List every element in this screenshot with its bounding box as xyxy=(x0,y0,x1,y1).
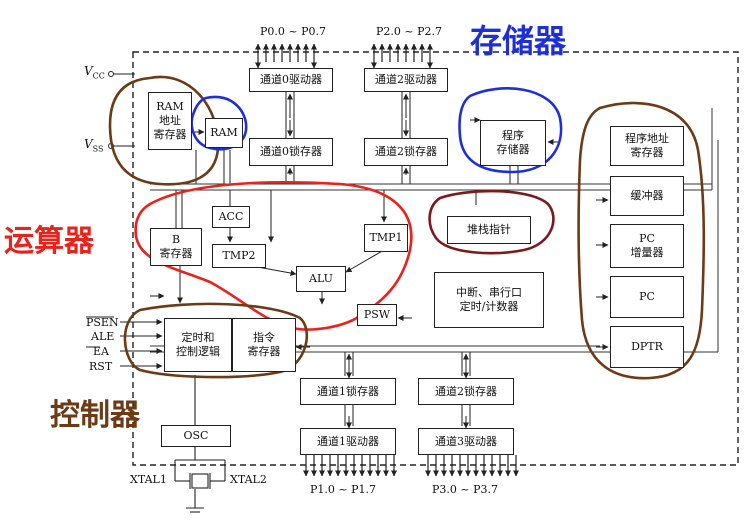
acc-register: ACC xyxy=(212,206,250,228)
vcc-pin-label: VCC xyxy=(84,64,105,81)
ram-circle-blue xyxy=(190,95,248,151)
program-memory: 程序 存储器 xyxy=(480,120,546,166)
port-p1-label: P1.0 ~ P1.7 xyxy=(310,483,376,496)
psen-pin-label: PSEN xyxy=(86,316,119,329)
interrupt-serial-timer: 中断、串行口 定时/计数器 xyxy=(434,272,544,328)
port-p3-label: P3.0 ~ P3.7 xyxy=(432,483,498,496)
buffer: 缓冲器 xyxy=(610,176,684,216)
port-p0-label: P0.0 ~ P0.7 xyxy=(260,25,326,38)
ram-circle-brown xyxy=(108,75,220,186)
pc-register: PC xyxy=(610,276,684,318)
channel1-latch: 通道1锁存器 xyxy=(300,378,396,405)
b-register: B 寄存器 xyxy=(150,228,202,266)
memory-annotation: 存储器 xyxy=(470,22,567,60)
control-annotation: 控制器 xyxy=(50,398,140,433)
stack-circle xyxy=(428,189,555,255)
pc-region-circle xyxy=(577,101,706,380)
program-memory-circle xyxy=(458,87,563,174)
channel1-driver: 通道1驱动器 xyxy=(300,428,396,455)
ale-pin-label: ALE xyxy=(91,330,115,343)
pc-incrementer: PC 增量器 xyxy=(610,224,684,268)
channel0-driver: 通道0驱动器 xyxy=(249,68,333,92)
dptr-register: DPTR xyxy=(610,326,684,368)
channel2-driver: 通道2驱动器 xyxy=(364,68,448,92)
tmp1-register: TMP1 xyxy=(364,224,408,252)
ram-address-register: RAM 地址 寄存器 xyxy=(148,92,192,150)
stack-pointer: 堆栈指针 xyxy=(447,216,531,244)
xtal1-label: XTAL1 xyxy=(130,473,167,486)
ea-pin-label: EA xyxy=(93,345,109,358)
program-address-register: 程序地址 寄存器 xyxy=(610,126,684,166)
channel2-latch-lower: 通道2锁存器 xyxy=(418,378,514,405)
channel3-driver: 通道3驱动器 xyxy=(418,428,514,455)
xtal2-label: XTAL2 xyxy=(230,473,267,486)
psw-register: PSW xyxy=(357,304,397,326)
tmp2-register: TMP2 xyxy=(212,244,266,268)
timing-control-logic: 定时和 控制逻辑 xyxy=(164,318,232,372)
rst-pin-label: RST xyxy=(89,360,113,373)
port-p2-label: P2.0 ~ P2.7 xyxy=(376,25,442,38)
alu-unit: ALU xyxy=(296,266,346,292)
oscillator: OSC xyxy=(161,425,231,447)
ram: RAM xyxy=(205,118,243,148)
channel2-latch: 通道2锁存器 xyxy=(364,138,448,166)
alu-annotation: 运算器 xyxy=(4,224,94,259)
instruction-register: 指令 寄存器 xyxy=(232,318,296,372)
vss-pin-label: VSS xyxy=(84,137,104,154)
channel0-latch: 通道0锁存器 xyxy=(249,138,333,166)
